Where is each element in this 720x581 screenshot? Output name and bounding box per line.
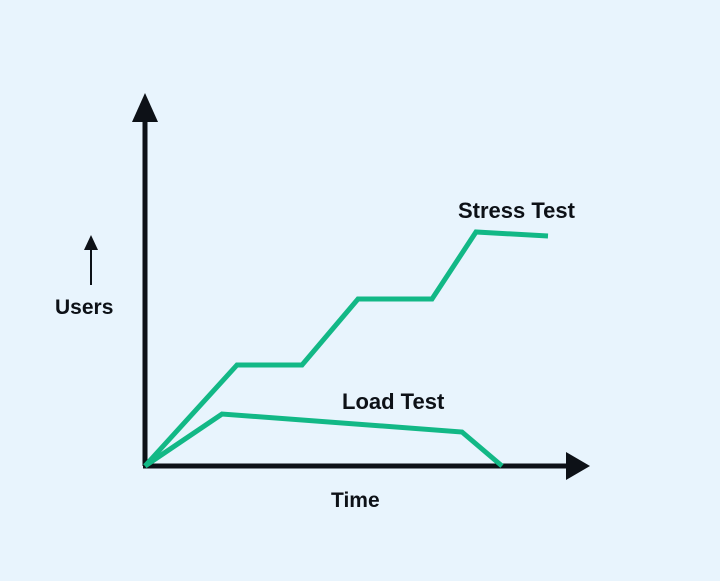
x-axis-arrowhead-icon — [566, 452, 590, 480]
users-direction-arrow-icon — [84, 235, 98, 250]
series-label-stress-test: Stress Test — [458, 198, 576, 223]
series-line-stress-test — [143, 229, 549, 468]
y-axis-label: Users — [55, 296, 113, 319]
y-axis-arrowhead-icon — [132, 93, 158, 122]
series-line-load-test — [143, 411, 504, 469]
x-axis-label: Time — [331, 489, 380, 512]
series-label-load-test: Load Test — [342, 389, 445, 414]
